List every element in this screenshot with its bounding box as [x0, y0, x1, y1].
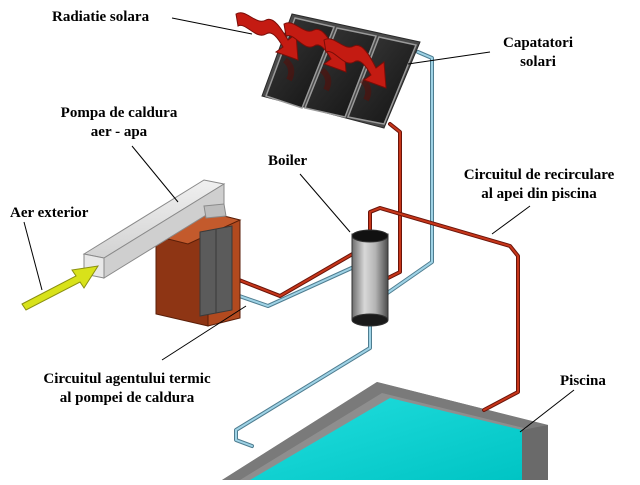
pool-water	[250, 398, 522, 480]
radiation-arrow-2	[283, 22, 347, 73]
leader-boiler	[299, 173, 351, 233]
boiler-top	[351, 229, 389, 243]
heat-pump	[82, 179, 242, 327]
label-solar-radiation: Radiatie solara	[52, 9, 150, 25]
leader-lines	[23, 17, 575, 433]
boiler-bottom	[351, 313, 389, 327]
leader-solar-collectors	[407, 51, 491, 65]
label-outside-air: Aer exterior	[10, 205, 89, 221]
solar-radiation-arrows	[235, 12, 387, 89]
label-solar-collectors-line-1: Capatatori	[503, 35, 573, 51]
label-boiler: Boiler	[268, 153, 308, 169]
leader-heat-pump-circuit	[161, 305, 247, 361]
pool-rim-top	[222, 382, 548, 480]
air-duct-support	[203, 203, 227, 219]
boiler	[351, 229, 389, 327]
label-heat-pump-circuit-line-1: Circuitul agentului termic	[43, 371, 211, 387]
label-heat-pump-line-1: Pompa de caldura	[60, 105, 178, 121]
radiation-arrow-1	[235, 12, 299, 61]
leader-solar-radiation	[171, 17, 253, 35]
leader-pool-recirculation	[491, 205, 531, 235]
label-heat-pump-circuit-line-2: al pompei de caldura	[59, 390, 195, 406]
label-pool-recirculation-line-2: al apei din piscina	[481, 186, 597, 202]
outside-air-arrow	[21, 265, 100, 311]
label-pool-recirculation: Circuitul de recirculare al apei din pis…	[446, 166, 632, 204]
radiation-arrow-3	[323, 38, 387, 89]
leader-pool	[519, 389, 575, 433]
leader-heat-pump	[131, 145, 179, 203]
pool-recirculation-pipe	[369, 207, 519, 411]
label-pool-recirculation-line-1: Circuitul de recirculare	[463, 167, 615, 183]
label-heat-pump: Pompa de caldura aer - apa	[34, 104, 204, 142]
label-solar-collectors: Capatatori solari	[478, 34, 598, 72]
pool-feed-pipe	[235, 321, 371, 447]
solar-return-pipe	[385, 51, 433, 295]
label-heat-pump-circuit: Circuitul agentului termic al pompei de …	[22, 370, 232, 408]
label-pool: Piscina	[560, 373, 606, 389]
pool-wall	[522, 425, 548, 480]
solar-flow-pipe	[379, 123, 401, 283]
leader-outside-air	[23, 221, 43, 291]
pool-recirculation-pipe-outline	[368, 206, 520, 412]
label-heat-pump-line-2: aer - apa	[90, 124, 148, 140]
pool	[222, 382, 548, 480]
label-solar-collectors-line-2: solari	[520, 54, 556, 70]
boiler-body	[351, 233, 389, 321]
